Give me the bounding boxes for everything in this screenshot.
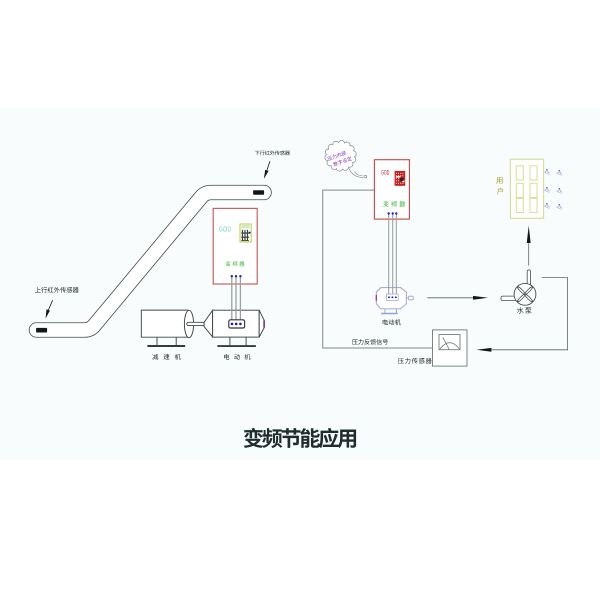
svg-text:GOD: GOD — [219, 224, 232, 233]
svg-text:GOD: GOD — [381, 169, 390, 176]
